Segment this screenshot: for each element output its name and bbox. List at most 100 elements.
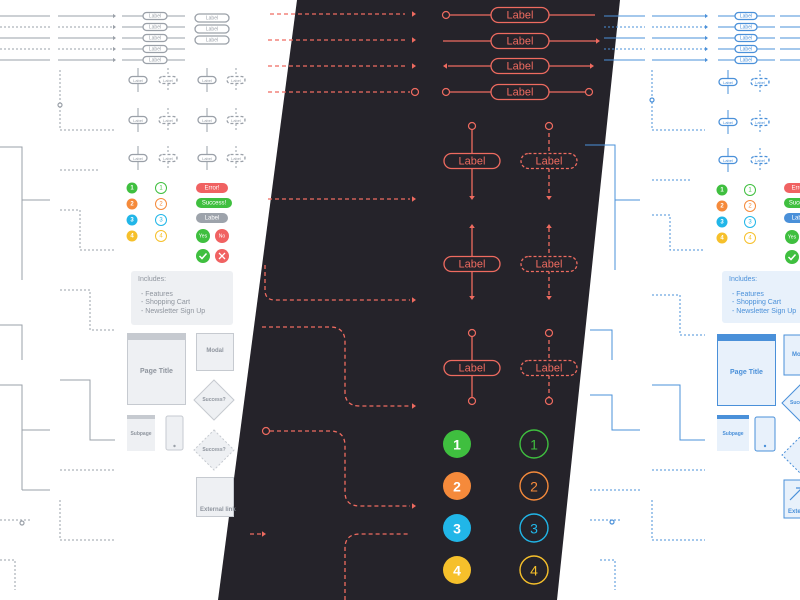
label-pill-text: Label <box>149 36 161 42</box>
label-pill <box>142 33 168 43</box>
number-badge-outline <box>155 230 167 242</box>
number-badge-outline <box>155 198 167 210</box>
subpage-card-gray: Subpage <box>127 415 155 451</box>
label-pill-text: Label <box>133 118 143 123</box>
decision-diamond <box>193 429 235 471</box>
number-text: 2 <box>748 204 752 210</box>
smartphone-icon <box>754 416 776 452</box>
endpoint-dot <box>441 87 451 97</box>
number-badge-outline <box>519 513 549 543</box>
number-badge-outline <box>519 471 549 501</box>
number-text: 4 <box>720 236 724 242</box>
note-item: - Shopping Cart <box>732 299 782 306</box>
number-text: 2 <box>453 479 461 495</box>
endpoint-dot <box>584 87 594 97</box>
number-badge-outline <box>744 200 756 212</box>
label-pill-text: Label <box>740 58 752 64</box>
label-pill <box>128 115 148 125</box>
number-text: 3 <box>453 521 461 537</box>
number-text: 4 <box>748 236 752 242</box>
modal-title-text: Modal <box>206 348 224 354</box>
label-pill <box>197 75 217 85</box>
browser-bar <box>128 334 185 340</box>
external-link-card-gray: External link <box>196 477 236 517</box>
number-badge-filled <box>443 556 471 584</box>
dark-panel-bg <box>218 0 620 600</box>
label-pill <box>520 152 578 170</box>
number-badge-outline <box>744 232 756 244</box>
label-pill <box>158 75 178 85</box>
label-pill <box>734 44 758 54</box>
tree-connector <box>0 146 50 491</box>
label-pill <box>718 117 738 127</box>
arrow-down-icon <box>469 296 475 300</box>
label-pill-text: Label <box>723 120 733 125</box>
label-pill-text: Label <box>755 120 765 125</box>
label-pill-text: Label <box>459 156 486 168</box>
endpoint-dot <box>410 87 420 97</box>
label-pill-text: Label <box>202 118 212 123</box>
label-pill <box>443 255 501 273</box>
number-badge-outline <box>519 429 549 459</box>
status-badge <box>196 213 228 223</box>
label-pill-text: Label <box>536 259 563 271</box>
tree-connector <box>60 289 115 331</box>
label-pill <box>226 75 246 85</box>
number-badge-filled <box>126 182 138 194</box>
number-badge-filled <box>126 230 138 242</box>
arrow-down-icon <box>469 196 475 200</box>
status-badge-text: Error! <box>205 186 220 192</box>
yes-text: Yes <box>199 234 208 240</box>
note-card-blue: Includes: - Features - Shopping Cart - N… <box>722 271 800 323</box>
note-item: - Newsletter Sign Up <box>141 307 206 315</box>
label-pill <box>520 359 578 377</box>
number-badge-outline <box>519 555 549 585</box>
label-pill <box>197 115 217 125</box>
label-pill <box>128 75 148 85</box>
external-link-text: External link <box>788 509 800 515</box>
decision-diamond <box>193 379 235 421</box>
smartphone-button <box>763 444 767 448</box>
label-pill <box>718 155 738 165</box>
arrow-right-icon <box>412 503 416 509</box>
label-pill-text: Label <box>740 14 752 20</box>
page-title-text: Page Title <box>730 369 763 376</box>
number-badge-filled <box>443 472 471 500</box>
number-badge-filled <box>126 214 138 226</box>
label-pill <box>142 44 168 54</box>
endpoint-dot <box>467 328 477 338</box>
subpage-title-text: Subpage <box>130 431 152 437</box>
arrow-right-icon <box>590 63 594 69</box>
checkmark-icon <box>196 249 210 263</box>
arrow-right-icon <box>705 24 708 30</box>
number-badge-filled <box>716 216 728 228</box>
arrow-right-icon <box>412 11 416 17</box>
label-pill-text: Label <box>206 16 218 22</box>
tree-connector <box>590 329 640 431</box>
arrow-right-icon <box>412 196 416 202</box>
number-text: 1 <box>720 188 724 194</box>
modal-card-blue <box>783 334 800 376</box>
number-badge-outline <box>744 216 756 228</box>
status-badge-text: Label <box>205 216 220 222</box>
arrow-right-icon <box>113 24 116 30</box>
endpoint-dot <box>649 97 655 103</box>
external-link-text: External link <box>200 507 236 513</box>
decision-text: Success? <box>202 447 225 453</box>
page-title-text: Page Title <box>140 368 173 375</box>
number-text: 1 <box>159 186 163 192</box>
number-text: 4 <box>130 234 134 240</box>
arrow-right-icon <box>705 57 708 63</box>
label-pill-text: Label <box>231 118 241 123</box>
arrow-right-icon <box>705 35 708 41</box>
label-pill <box>194 13 230 23</box>
endpoint-dot <box>19 520 25 526</box>
tree-connector <box>652 179 705 251</box>
status-badge-text: Success! <box>202 201 227 207</box>
smartphone-button <box>173 444 176 448</box>
label-pill-text: Label <box>507 10 534 22</box>
status-badge <box>784 198 800 208</box>
number-badge-filled <box>126 198 138 210</box>
